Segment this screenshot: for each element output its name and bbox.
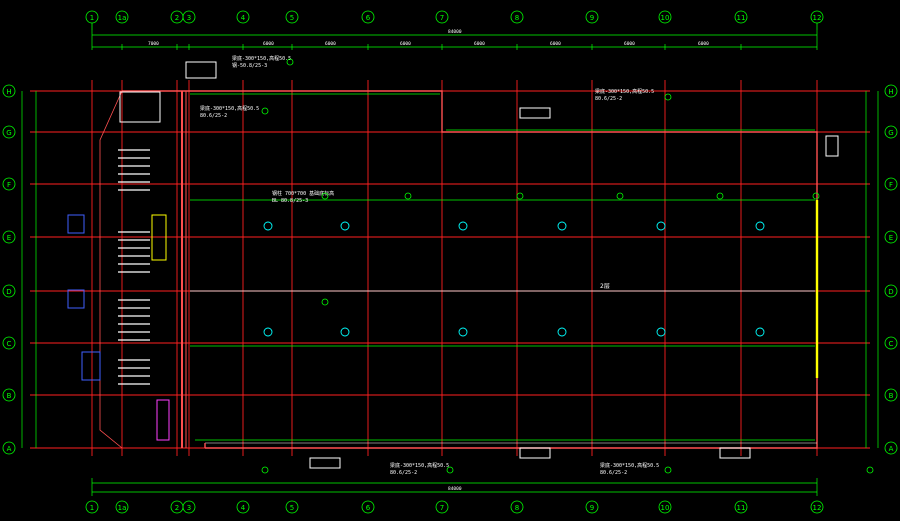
note: 钢柱 700*700 基础底标高 (272, 190, 334, 197)
dimension-bottom (91, 478, 818, 496)
note: 梁底-300*150,高程50.5 (600, 462, 659, 469)
axis-label-side: F (7, 181, 11, 189)
axis-label-top: 6 (366, 14, 371, 22)
axis-label-top: 5 (290, 14, 294, 22)
axis-label-side: E (7, 234, 11, 242)
axis-label-top: 9 (590, 14, 594, 22)
axis-label-top: 1 (90, 14, 94, 22)
axis-label-top: 11 (737, 14, 746, 22)
axis-bubbles-top (85, 10, 824, 30)
stair-blocks (118, 149, 150, 385)
axis-label-bottom: 8 (515, 504, 519, 512)
note: 80.6/25-2 (595, 96, 622, 102)
axis-label-top: 4 (241, 14, 246, 22)
dim-text: 6000 (263, 41, 274, 47)
note: 梁底-300*150,高程50.5 (595, 88, 654, 95)
axis-label-side: H (6, 88, 11, 96)
axis-label-bottom: 1 (90, 504, 94, 512)
dim-text: 7000 (148, 41, 159, 47)
axis-label-top: 1a (118, 14, 127, 22)
axis-label-bottom: 3 (187, 504, 191, 512)
axis-label-top: 8 (515, 14, 519, 22)
dim-text: 6000 (624, 41, 635, 47)
dimension-text: 84000 7000 6000 6000 6000 6000 6000 6000… (148, 29, 709, 492)
note: 80.6/25-2 (390, 470, 417, 476)
axis-label-top: 10 (661, 14, 670, 22)
axis-label-bottom: 6 (366, 504, 371, 512)
axis-label-side: B (7, 392, 12, 400)
axis-label-side: G (6, 129, 11, 137)
axis-label-side: D (6, 288, 11, 296)
note: 80.6/25-2 (600, 470, 627, 476)
grid-vertical (91, 80, 818, 456)
axis-labels-left: H G F E D C B A (6, 88, 11, 453)
note: BL 80.8/25-3 (272, 198, 308, 204)
bottom-total-dim: 84000 (448, 486, 462, 492)
note: 梁底-300*150,高程50.5 (390, 462, 449, 469)
axis-bubbles-sides (2, 84, 898, 455)
annotations: 梁底-300*150,高程50.5 钢-50.8/25-3 梁底-300*150… (200, 55, 659, 476)
dim-text: 6000 (325, 41, 336, 47)
axis-label-bottom: 9 (590, 504, 594, 512)
dim-text: 6000 (698, 41, 709, 47)
axis-bubbles-bottom (85, 500, 824, 514)
axis-label-side: A (889, 445, 894, 453)
note: 梁底-300*150,高程50.5 (232, 55, 291, 62)
axis-label-bottom: 10 (661, 504, 670, 512)
axis-labels-top: 1 1a 2 3 4 5 6 7 8 9 10 11 12 (90, 14, 822, 22)
dimension-top (91, 30, 818, 50)
axis-label-bottom: 12 (813, 504, 822, 512)
axis-label-bottom: 4 (241, 504, 246, 512)
grid-horizontal (30, 90, 870, 449)
dimension-sides (21, 91, 879, 448)
detail-blocks (67, 61, 839, 469)
axis-label-top: 2 (175, 14, 179, 22)
axis-label-bottom: 7 (440, 504, 444, 512)
column-markers (263, 221, 765, 337)
axis-label-top: 3 (187, 14, 191, 22)
axis-label-top: 12 (813, 14, 822, 22)
axis-label-side: D (888, 288, 893, 296)
top-total-dim: 84000 (448, 29, 462, 35)
axis-label-bottom: 2 (175, 504, 179, 512)
axis-label-side: G (888, 129, 893, 137)
axis-label-side: A (7, 445, 12, 453)
axis-label-side: C (889, 340, 894, 348)
dim-text: 6000 (550, 41, 561, 47)
dim-text: 6000 (400, 41, 411, 47)
axis-label-bottom: 11 (737, 504, 746, 512)
drawing-title: 2层 (600, 283, 610, 290)
axis-label-side: C (7, 340, 12, 348)
note: 梁底-300*150,高程50.5 (200, 105, 259, 112)
axis-labels-right: H G F E D C B A (888, 88, 893, 453)
axis-labels-bottom: 1 1a 2 3 4 5 6 7 8 9 10 11 12 (90, 504, 822, 512)
note: 钢-50.8/25-3 (232, 62, 267, 69)
axis-label-side: E (889, 234, 893, 242)
leader-markers (261, 58, 874, 474)
building-outline (99, 90, 818, 449)
axis-label-bottom: 1a (118, 504, 127, 512)
dim-text: 6000 (474, 41, 485, 47)
axis-label-side: H (888, 88, 893, 96)
beam-lines (190, 93, 815, 441)
axis-label-side: F (889, 181, 893, 189)
axis-label-top: 7 (440, 14, 444, 22)
axis-label-side: B (889, 392, 894, 400)
axis-label-bottom: 5 (290, 504, 294, 512)
note: 80.6/25-2 (200, 113, 227, 119)
